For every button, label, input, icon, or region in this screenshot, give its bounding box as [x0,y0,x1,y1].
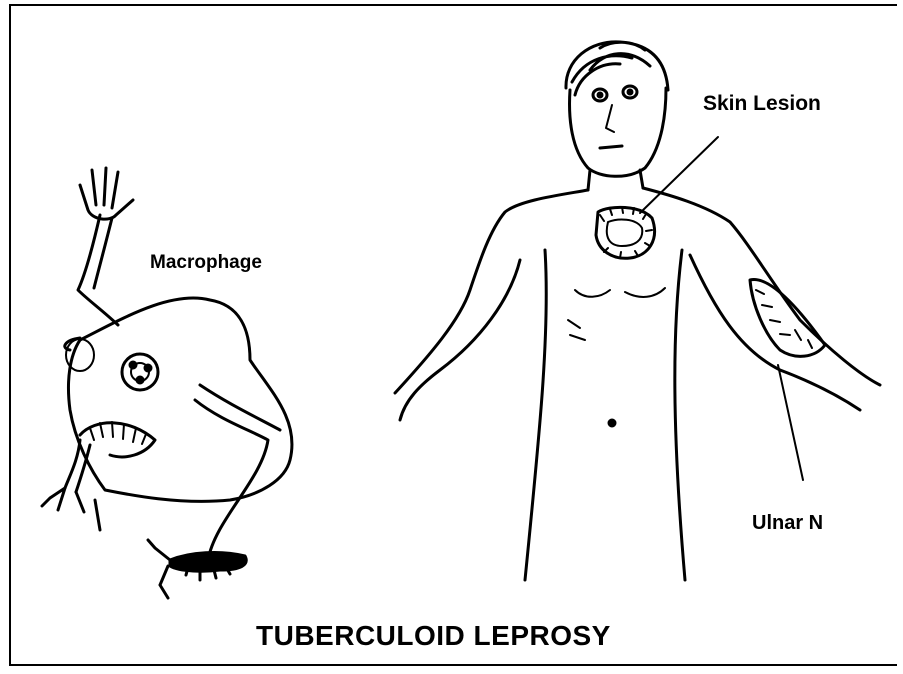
mouth [600,146,622,148]
left-arm-inner [400,260,520,420]
hair [566,42,668,95]
nose [606,105,614,132]
skin-lesion-label: Skin Lesion [703,92,821,116]
right-arm-inner [690,255,860,410]
macrophage-nucleus [122,354,158,390]
macrophage-foot [170,553,246,572]
left-shoulder [395,190,588,393]
ulnar-pointer [778,365,803,480]
torso-right [675,250,685,580]
macrophage-right-arm [195,385,280,560]
macrophage-hand [80,168,133,219]
macrophage-figure [42,168,292,598]
figure-title: TUBERCULOID LEPROSY [256,620,611,652]
macrophage-body [68,298,292,501]
macrophage-label: Macrophage [150,252,262,274]
face [570,88,666,176]
skin-lesion-pointer [640,137,718,213]
human-figure [395,42,880,580]
torso-left [525,250,546,580]
macrophage-left-leg [65,440,90,492]
ulnar-nerve-label: Ulnar N [752,512,823,535]
arm-lesion [750,280,825,357]
